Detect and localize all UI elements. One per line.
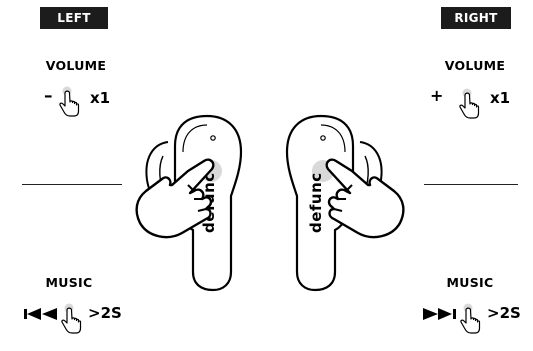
right-music-heading: MUSIC (425, 275, 515, 290)
left-divider (22, 184, 122, 185)
right-music-hold: >2S (487, 304, 521, 322)
right-volume-count: x1 (490, 89, 510, 107)
hand-pointer-icon (58, 86, 82, 120)
right-volume-heading: VOLUME (430, 58, 520, 73)
right-tag-label: RIGHT (454, 11, 497, 25)
right-tag: RIGHT (441, 7, 511, 29)
left-music-hold: >2S (88, 304, 122, 322)
right-divider (424, 184, 518, 185)
left-volume-heading: VOLUME (31, 58, 121, 73)
next-track-icon (423, 308, 457, 320)
hand-pointer-icon (318, 155, 408, 240)
left-music-heading: MUSIC (24, 275, 114, 290)
volume-up-symbol: + (430, 86, 443, 105)
hand-pointer-icon (459, 303, 483, 337)
hand-pointer-icon (60, 303, 84, 337)
hand-pointer-icon (458, 88, 482, 122)
volume-down-symbol: – (44, 86, 53, 106)
left-tag: LEFT (40, 7, 108, 29)
previous-track-icon (24, 308, 58, 320)
hand-pointer-icon (132, 155, 222, 240)
left-tag-label: LEFT (57, 11, 90, 25)
left-volume-count: x1 (90, 89, 110, 107)
